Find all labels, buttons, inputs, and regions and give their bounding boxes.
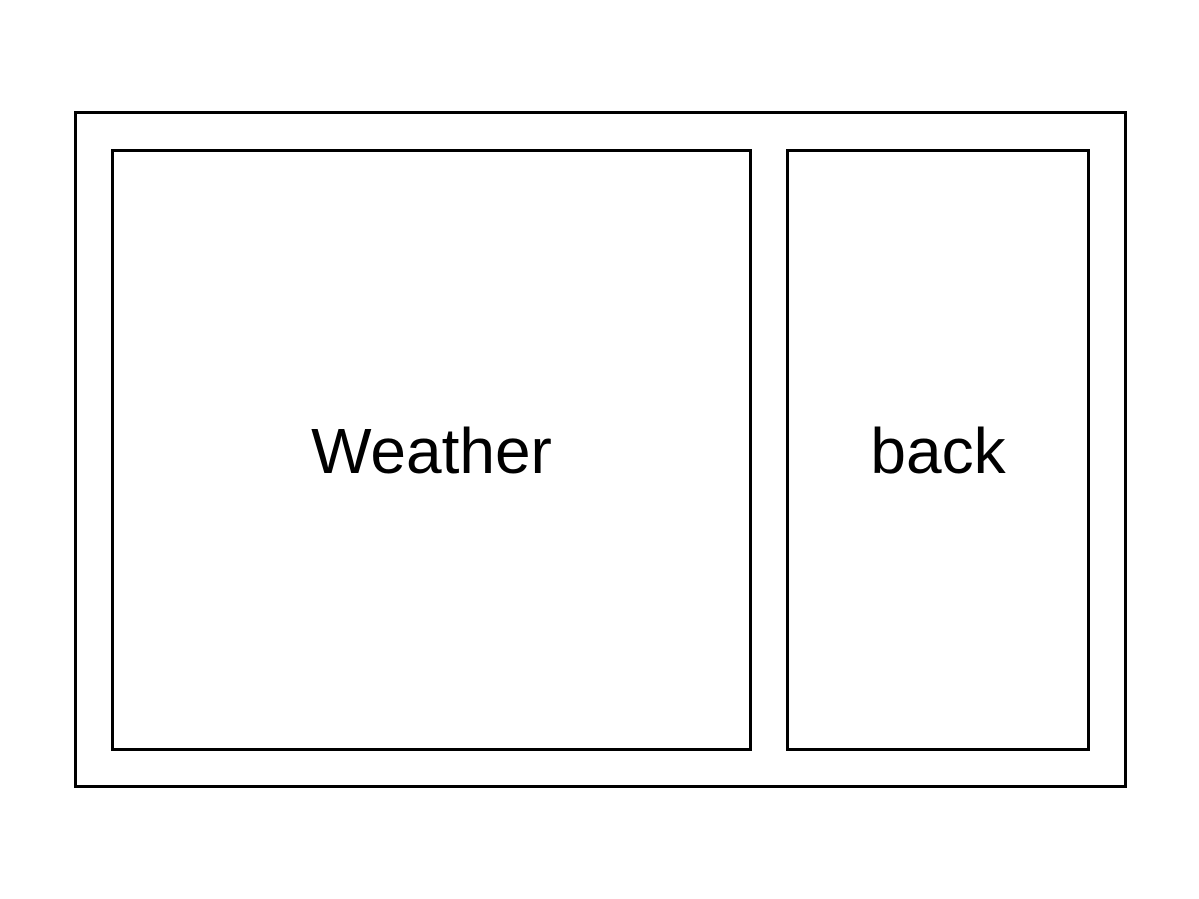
weather-label: Weather: [311, 415, 552, 487]
back-label: back: [870, 415, 1006, 487]
weather-button[interactable]: Weather: [111, 149, 752, 751]
back-button[interactable]: back: [786, 149, 1090, 751]
